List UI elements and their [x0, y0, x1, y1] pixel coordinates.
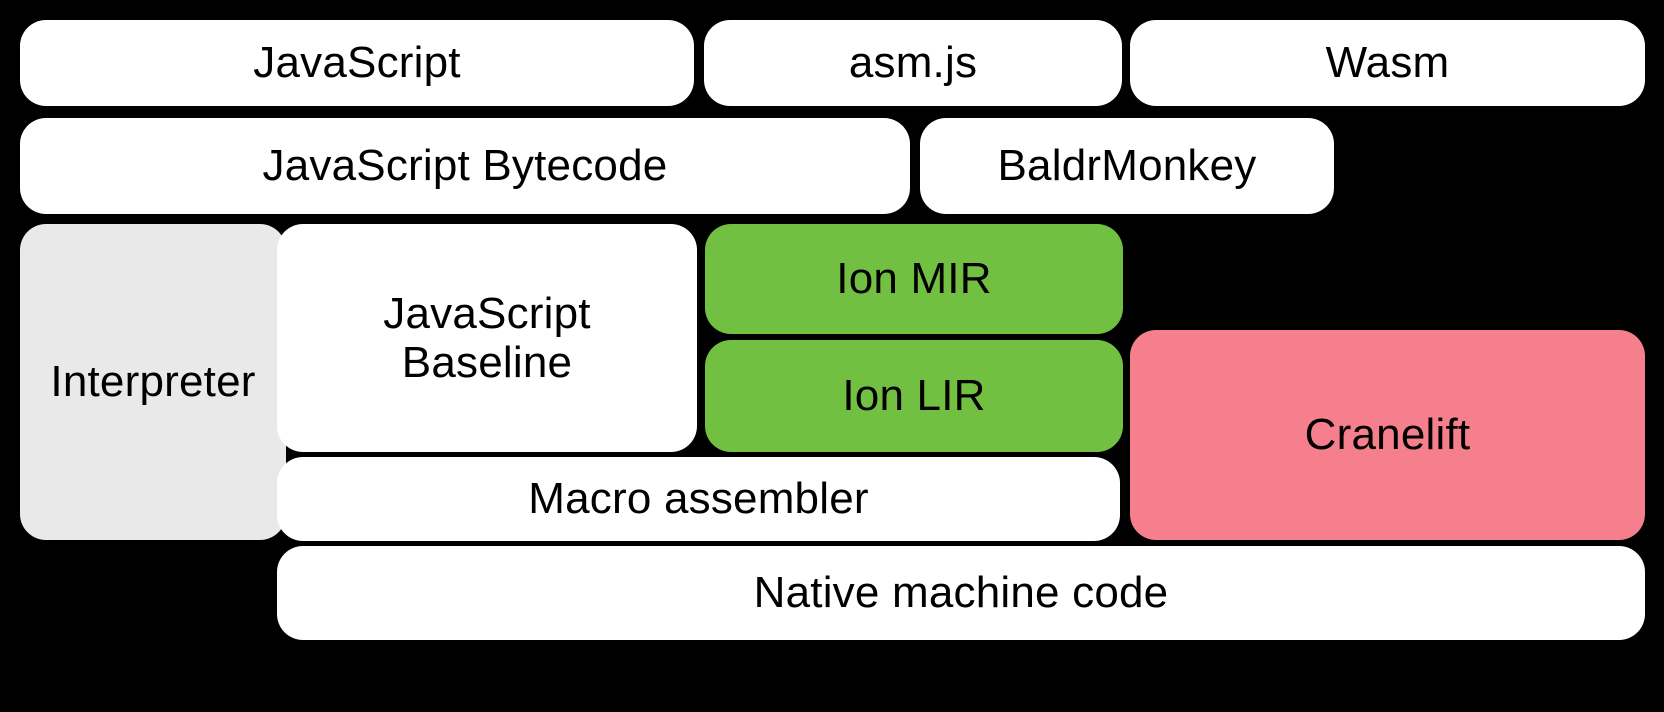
node-javascript: JavaScript	[20, 20, 694, 106]
node-ion-mir: Ion MIR	[705, 224, 1123, 334]
node-wasm: Wasm	[1130, 20, 1645, 106]
node-javascript-baseline: JavaScript Baseline	[277, 224, 697, 452]
node-baldrmonkey: BaldrMonkey	[920, 118, 1334, 214]
node-ion-lir: Ion LIR	[705, 340, 1123, 452]
node-asm-js: asm.js	[704, 20, 1122, 106]
node-native-machine-code: Native machine code	[277, 546, 1645, 640]
node-cranelift: Cranelift	[1130, 330, 1645, 540]
node-interpreter: Interpreter	[20, 224, 286, 540]
node-macro-assembler: Macro assembler	[277, 457, 1120, 541]
node-javascript-bytecode: JavaScript Bytecode	[20, 118, 910, 214]
